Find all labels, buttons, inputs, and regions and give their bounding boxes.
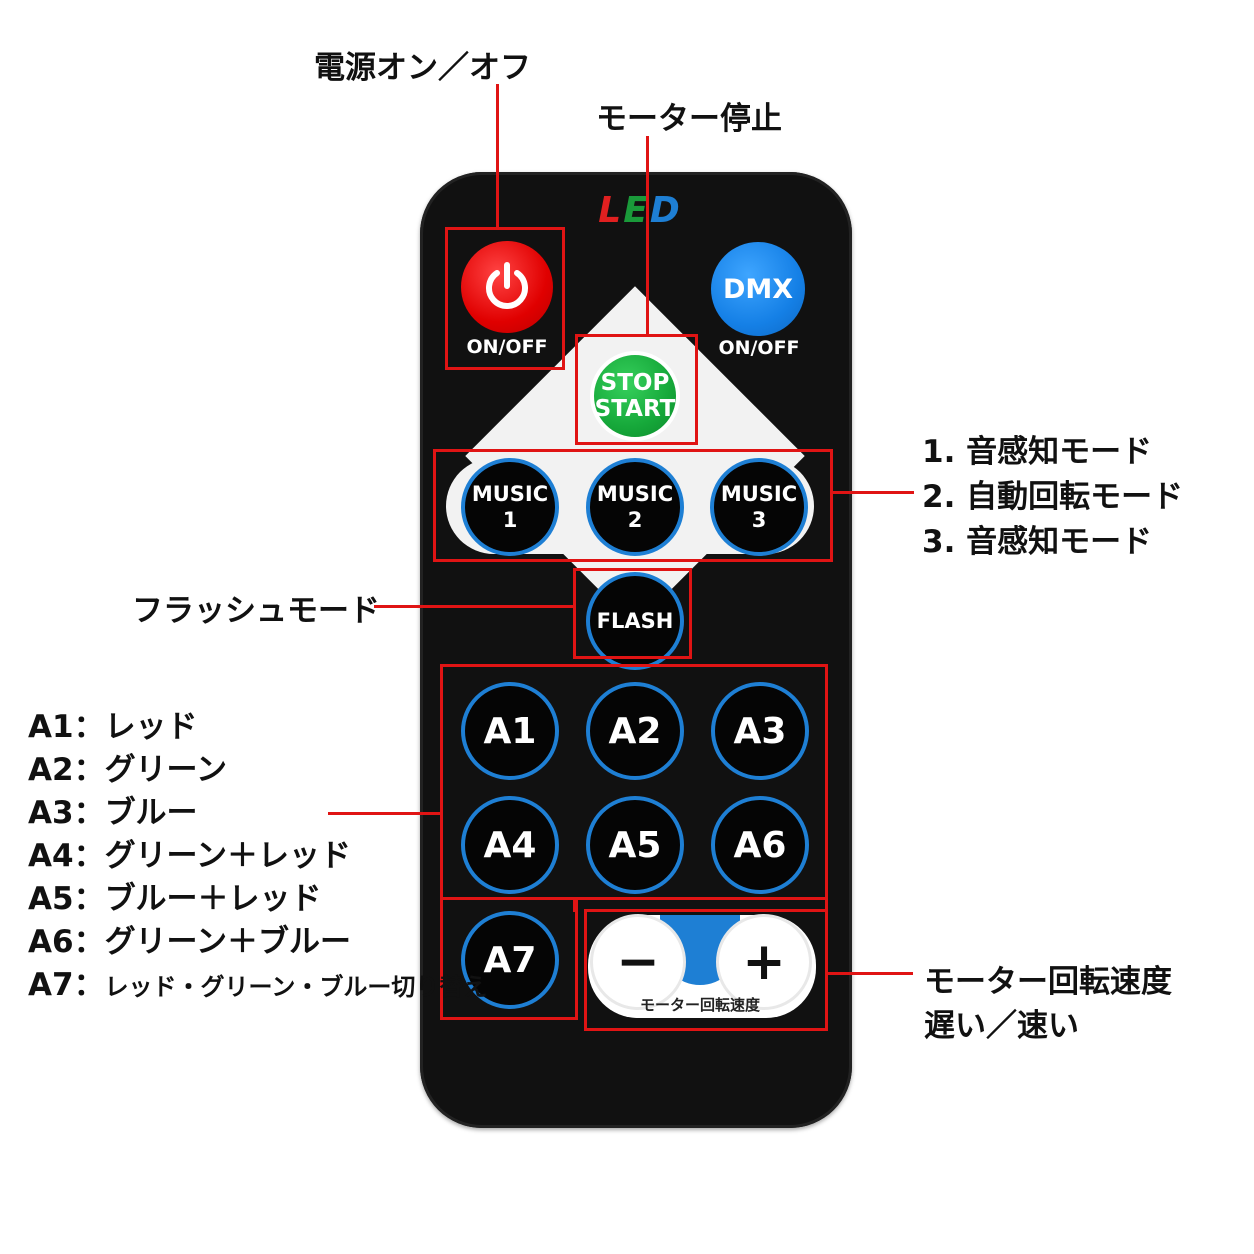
color-sep: ： <box>73 795 105 831</box>
a2-button-text: A2 <box>608 710 662 752</box>
color-sep: ： <box>73 924 105 960</box>
dmx-button[interactable]: DMX <box>711 242 805 336</box>
color-legend-row: A1：レッド <box>28 701 487 745</box>
music-mode-2: 2. 自動回転モード <box>922 479 1184 515</box>
color-key: A6 <box>28 924 74 960</box>
dmx-button-text: DMX <box>722 273 794 305</box>
a4-button[interactable]: A4 <box>461 796 559 894</box>
speed-down-button[interactable]: − <box>590 914 686 1010</box>
music-mode-1: 1. 音感知モード <box>922 434 1153 470</box>
color-value: ブルー＋レッド <box>104 881 322 917</box>
speed-annotation-detail: 遅い／速い <box>924 1008 1079 1044</box>
annotation-color-legend: A1：レッド A2：グリーン A3：ブルー A4：グリーン＋レッド A5：ブルー… <box>28 701 488 1003</box>
dmx-button-label: ON/OFF <box>718 337 800 359</box>
color-sep: ： <box>73 709 105 745</box>
a3-button-text: A3 <box>733 710 787 752</box>
a1-button-text: A1 <box>483 710 537 752</box>
highlight-colors-lower <box>440 897 578 1020</box>
annotation-speed: モーター回転速度 遅い／速い <box>924 956 1172 1044</box>
annotation-music-modes: 1. 音感知モード 2. 自動回転モード 3. 音感知モード <box>922 426 1183 561</box>
color-legend-row: A5：ブルー＋レッド <box>28 873 487 917</box>
stop-start-button[interactable]: STOP START <box>590 351 680 441</box>
highlight-power <box>445 227 565 370</box>
color-value: グリーン <box>104 752 228 788</box>
music-1-text: MUSIC <box>471 482 549 506</box>
start-text: START <box>594 396 676 422</box>
color-value: グリーン＋ブルー <box>104 924 352 960</box>
color-key: A4 <box>28 838 74 874</box>
highlight-stop <box>575 334 698 445</box>
speed-rocker-label: モーター回転速度 <box>639 996 760 1014</box>
logo-letter-d: D <box>649 190 682 231</box>
color-legend-row: A4：グリーン＋レッド <box>28 830 487 874</box>
power-button-label: ON/OFF <box>466 336 548 358</box>
power-icon <box>486 262 528 309</box>
color-key: A3 <box>28 795 74 831</box>
connector-power <box>496 84 499 228</box>
a7-button-text: A7 <box>483 939 537 981</box>
a3-button[interactable]: A3 <box>711 682 809 780</box>
annotation-motor-stop: モーター停止 <box>596 101 782 137</box>
highlight-colors-upper <box>440 664 828 900</box>
annotation-flash: フラッシュモード <box>132 593 380 629</box>
music-3-number: 3 <box>751 508 767 532</box>
connector-flash <box>374 605 574 608</box>
color-key: A5 <box>28 881 74 917</box>
led-logo: L E D <box>590 190 690 234</box>
plus-icon: + <box>742 932 786 992</box>
color-legend-row: A7：レッド・グリーン・ブルー切り替え <box>28 959 488 1003</box>
color-sep: ： <box>73 752 105 788</box>
music-1-number: 1 <box>502 508 518 532</box>
music-mode-3: 3. 音感知モード <box>922 524 1153 560</box>
music-3-text: MUSIC <box>720 482 798 506</box>
color-sep: ： <box>73 881 105 917</box>
highlight-speed-top <box>573 897 828 912</box>
a7-button[interactable]: A7 <box>461 911 559 1009</box>
color-key: A7 <box>28 967 74 1003</box>
a2-button[interactable]: A2 <box>586 682 684 780</box>
minus-icon: − <box>616 932 660 992</box>
color-legend-row: A2：グリーン <box>28 744 487 788</box>
color-sep: ： <box>73 838 105 874</box>
annotation-power: 電源オン／オフ <box>314 50 531 86</box>
music-2-number: 2 <box>627 508 643 532</box>
color-legend-row: A6：グリーン＋ブルー <box>28 916 487 960</box>
color-key: A2 <box>28 752 74 788</box>
a6-button-text: A6 <box>733 824 787 866</box>
connector-colors <box>328 812 441 815</box>
a5-button[interactable]: A5 <box>586 796 684 894</box>
power-button[interactable] <box>461 241 553 333</box>
highlight-music <box>433 449 833 562</box>
connector-stop <box>646 136 649 335</box>
speed-annotation-title: モーター回転速度 <box>924 964 1172 1000</box>
a1-button[interactable]: A1 <box>461 682 559 780</box>
music-2-text: MUSIC <box>596 482 674 506</box>
connector-music <box>832 491 914 494</box>
flash-button[interactable]: FLASH <box>586 572 684 670</box>
color-sep: ： <box>73 967 105 1003</box>
speed-up-button[interactable]: + <box>716 914 812 1010</box>
a4-button-text: A4 <box>483 824 537 866</box>
logo-letter-l: L <box>598 190 624 231</box>
flash-button-text: FLASH <box>596 609 674 633</box>
color-legend-row: A3：ブルー <box>28 787 487 831</box>
a6-button[interactable]: A6 <box>711 796 809 894</box>
a5-button-text: A5 <box>608 824 662 866</box>
logo-letter-e: E <box>623 190 650 231</box>
color-value: グリーン＋レッド <box>104 838 352 874</box>
color-key: A1 <box>28 709 74 745</box>
highlight-flash <box>573 568 692 659</box>
color-value: レッド・グリーン・ブルー切り替え <box>104 973 488 1001</box>
connector-speed <box>827 972 913 975</box>
stop-text: STOP <box>600 370 670 396</box>
highlight-speed <box>584 909 828 1031</box>
color-value: ブルー <box>104 795 198 831</box>
color-value: レッド <box>104 709 198 745</box>
